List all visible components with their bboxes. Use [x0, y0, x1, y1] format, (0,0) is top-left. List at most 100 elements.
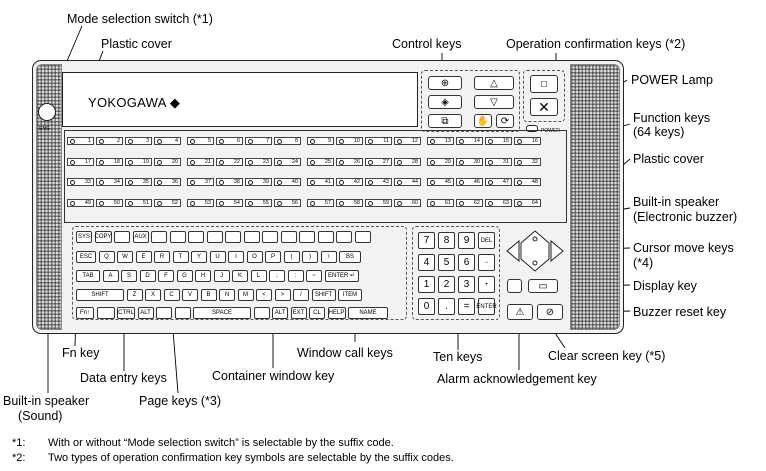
key-row5-0[interactable]: Fn↑ [76, 307, 94, 319]
function-key-55[interactable]: 55 [245, 198, 272, 207]
key-row3-1[interactable]: A [102, 270, 119, 282]
key-row3-3[interactable]: D [139, 270, 156, 282]
function-key-52[interactable]: 52 [154, 198, 181, 207]
key-row2-1[interactable]: Q [98, 251, 115, 263]
function-key-38[interactable]: 38 [216, 178, 243, 186]
function-key-30[interactable]: 30 [456, 157, 483, 166]
function-key-36[interactable]: 36 [154, 178, 181, 186]
function-key-33[interactable]: 33 [67, 178, 94, 186]
cursor-move-keys[interactable] [505, 229, 565, 273]
key-row5-10[interactable]: CL [309, 307, 325, 319]
function-key-6[interactable]: 6 [216, 137, 243, 145]
function-key-42[interactable]: 42 [336, 178, 363, 186]
key-row2-4[interactable]: R [154, 251, 170, 263]
cursor-small-key[interactable] [507, 279, 522, 293]
ten-key-8[interactable]: 1 [418, 276, 435, 293]
ten-key-3[interactable]: DEL [478, 232, 495, 249]
key-row2-7[interactable]: U [209, 251, 226, 263]
key-row4-10[interactable]: / [293, 289, 309, 301]
key-row2-3[interactable]: E [135, 251, 152, 263]
function-key-47[interactable]: 47 [485, 178, 512, 186]
function-key-28[interactable]: 28 [394, 157, 421, 166]
key-row4-12[interactable]: ITEM [338, 289, 362, 301]
function-key-3[interactable]: 3 [125, 137, 152, 145]
mode-selection-switch[interactable] [38, 103, 56, 121]
key-row1-12[interactable] [299, 231, 315, 243]
key-row4-8[interactable]: < [256, 289, 272, 301]
key-row3-9[interactable]: L [250, 270, 267, 282]
key-row1-6[interactable] [188, 231, 204, 243]
control-key-hand[interactable]: ✋ [474, 114, 492, 128]
function-key-29[interactable]: 29 [427, 157, 454, 166]
key-row4-0[interactable]: SHIFT [76, 289, 124, 301]
function-key-62[interactable]: 62 [456, 198, 483, 207]
function-key-37[interactable]: 37 [187, 178, 214, 186]
function-key-32[interactable]: 32 [514, 157, 541, 166]
display-key[interactable]: ▭ [528, 279, 558, 293]
key-row3-10[interactable]: ; [269, 270, 285, 282]
key-row3-0[interactable]: TAB [76, 270, 100, 282]
function-key-61[interactable]: 61 [427, 198, 454, 207]
control-key-cycle[interactable]: ⟳ [496, 114, 514, 128]
key-row4-1[interactable]: Z [126, 289, 143, 301]
key-row1-8[interactable] [225, 231, 241, 243]
key-row1-7[interactable] [206, 231, 223, 243]
function-key-10[interactable]: 10 [336, 137, 363, 145]
ten-key-1[interactable]: 8 [438, 232, 455, 249]
function-key-45[interactable]: 45 [427, 178, 454, 186]
function-key-40[interactable]: 40 [274, 178, 301, 186]
control-key-layer[interactable]: ◈ [428, 95, 462, 109]
key-row3-7[interactable]: J [213, 270, 230, 282]
function-key-25[interactable]: 25 [307, 157, 334, 166]
function-key-41[interactable]: 41 [307, 178, 334, 186]
function-key-51[interactable]: 51 [125, 198, 152, 207]
key-row5-11[interactable]: HELP [327, 307, 346, 319]
ten-key-6[interactable]: 6 [458, 254, 475, 271]
ten-key-15[interactable]: ENTER [476, 298, 497, 315]
ten-key-12[interactable]: 0 [418, 298, 435, 315]
key-row3-13[interactable]: ENTER ↵ [324, 270, 359, 282]
function-key-39[interactable]: 39 [245, 178, 272, 186]
key-row2-6[interactable]: Y [191, 251, 207, 263]
key-row2-12[interactable]: ) [302, 251, 318, 263]
key-row5-3[interactable]: ALT [137, 307, 154, 319]
function-key-1[interactable]: 1 [67, 137, 94, 145]
function-key-49[interactable]: 49 [67, 198, 94, 207]
function-key-50[interactable]: 50 [96, 198, 123, 207]
function-key-19[interactable]: 19 [125, 157, 152, 166]
function-key-8[interactable]: 8 [274, 137, 301, 145]
key-row1-2[interactable] [114, 231, 130, 243]
function-key-27[interactable]: 27 [365, 157, 392, 166]
key-row4-4[interactable]: V [182, 289, 198, 301]
function-key-20[interactable]: 20 [154, 157, 181, 166]
key-row5-8[interactable]: ALT [272, 307, 288, 319]
key-row3-4[interactable]: F [158, 270, 174, 282]
key-row2-11[interactable]: ( [283, 251, 300, 263]
key-row5-12[interactable]: NAME [348, 307, 388, 319]
function-key-16[interactable]: 16 [514, 137, 541, 145]
key-row4-2[interactable]: X [145, 289, 161, 301]
key-row1-1[interactable]: COPY [94, 231, 112, 243]
control-key-target[interactable]: ⊕ [428, 76, 462, 90]
key-row5-7[interactable] [253, 307, 270, 319]
function-key-48[interactable]: 48 [514, 178, 541, 186]
alarm-acknowledge-key[interactable]: ⚠ [507, 304, 533, 320]
function-key-17[interactable]: 17 [67, 157, 94, 166]
key-row4-7[interactable]: M [237, 289, 254, 301]
key-row3-2[interactable]: S [121, 270, 137, 282]
key-row1-15[interactable] [354, 231, 371, 243]
key-row4-5[interactable]: B [200, 289, 217, 301]
key-row5-5[interactable] [174, 307, 191, 319]
ten-key-13[interactable]: . [438, 298, 455, 315]
ten-key-14[interactable]: = [458, 298, 475, 315]
key-row1-3[interactable]: AUX [132, 231, 149, 243]
confirm-key[interactable]: □ [530, 75, 558, 93]
key-row2-2[interactable]: W [117, 251, 133, 263]
function-key-58[interactable]: 58 [336, 198, 363, 207]
function-key-4[interactable]: 4 [154, 137, 181, 145]
key-row5-9[interactable]: EXT [290, 307, 307, 319]
key-row1-4[interactable] [151, 231, 167, 243]
ten-key-2[interactable]: 9 [458, 232, 475, 249]
key-row4-6[interactable]: N [219, 289, 235, 301]
key-row3-5[interactable]: G [176, 270, 193, 282]
